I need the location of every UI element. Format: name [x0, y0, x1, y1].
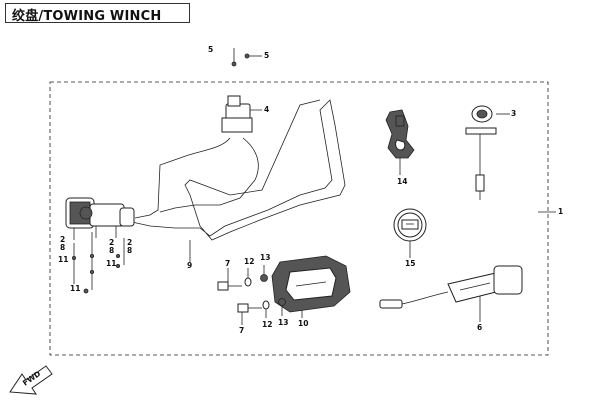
- callout-8-a: 8: [60, 243, 65, 252]
- callout-8-c: 8: [127, 246, 132, 255]
- tow-hook: [385, 109, 415, 159]
- control-cable-b: [159, 137, 259, 213]
- callout-7-b: 7: [239, 326, 244, 335]
- remote-controller: [379, 265, 523, 309]
- callout-12-b: 12: [262, 320, 272, 329]
- callout-2-b: 2: [109, 238, 114, 247]
- control-cable: [134, 137, 231, 219]
- callout-2-c: 2: [127, 238, 132, 247]
- callout-13-a: 13: [260, 253, 270, 262]
- page-title: 绞盘/TOWING WINCH: [12, 9, 162, 24]
- title-box: 绞盘/TOWING WINCH: [5, 3, 190, 24]
- winch-switch: [393, 208, 427, 242]
- callout-5-b: 5: [264, 51, 269, 60]
- callout-14: 14: [397, 177, 407, 186]
- callout-5-a: 5: [208, 45, 213, 54]
- winch-relay: [221, 53, 253, 133]
- winch-bolts: [72, 253, 121, 294]
- winch-assembly: [65, 197, 135, 240]
- roller-fairlead: [271, 255, 351, 313]
- callout-2-a: 2: [60, 235, 65, 244]
- callout-9: 9: [187, 261, 192, 270]
- fairlead-fasteners: [217, 274, 286, 313]
- callout-8-b: 8: [109, 246, 114, 255]
- battery-cable: [131, 99, 346, 241]
- callout-labels: 5 5 4 3 1 14 15 6 9 10 7 12 13 7 12 13 2…: [58, 45, 563, 335]
- callout-3: 3: [511, 109, 516, 118]
- callout-13-b: 13: [278, 318, 288, 327]
- remote-socket: [465, 105, 497, 200]
- callout-12-a: 12: [244, 257, 254, 266]
- callout-6: 6: [477, 323, 482, 332]
- callout-10: 10: [298, 319, 308, 328]
- callout-1: 1: [558, 207, 563, 216]
- callout-4: 4: [264, 105, 269, 114]
- assembly-frame: [49, 81, 549, 356]
- fwd-arrow: [9, 365, 53, 395]
- callout-15: 15: [405, 259, 415, 268]
- callout-11-a: 11: [58, 255, 68, 264]
- callout-11-b: 11: [106, 259, 116, 268]
- callout-7-a: 7: [225, 259, 230, 268]
- callout-11-c: 11: [70, 284, 80, 293]
